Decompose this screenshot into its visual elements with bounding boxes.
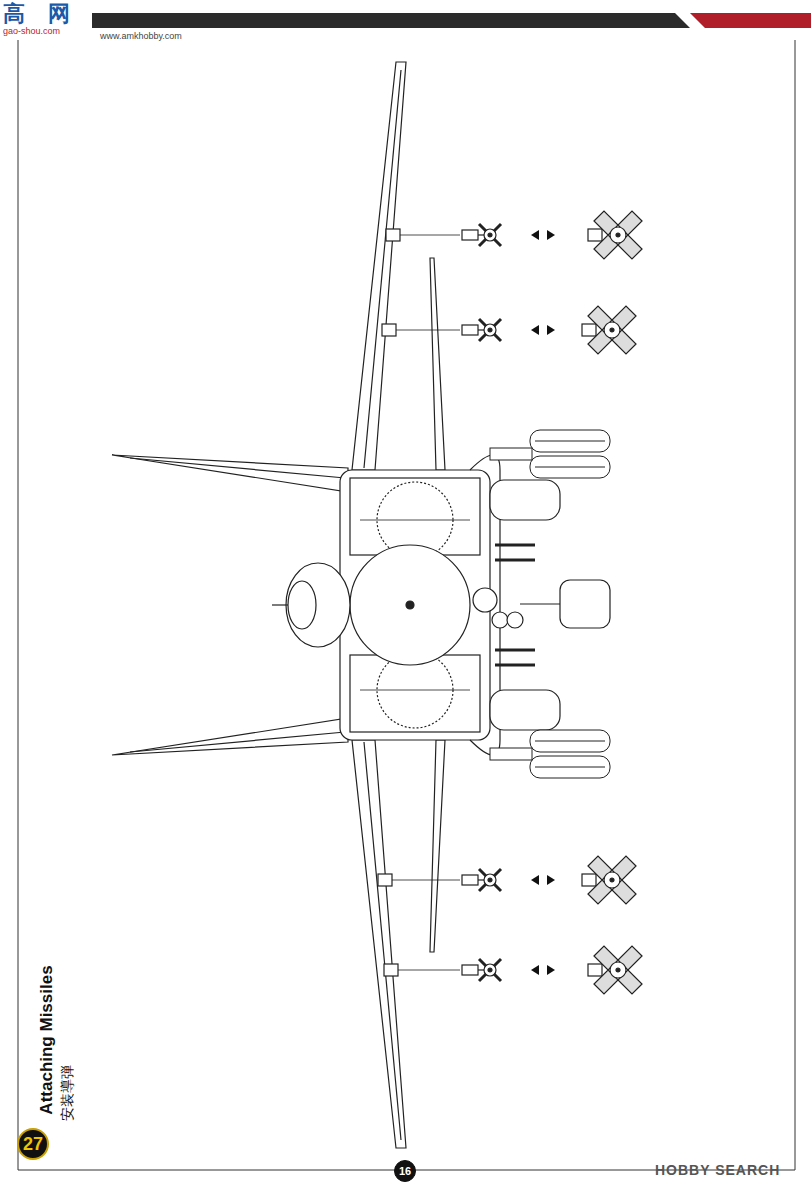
step-number: 27 [17, 1128, 49, 1160]
step-number-text: 27 [23, 1134, 43, 1155]
page-number: 16 [394, 1160, 416, 1182]
page-number-text: 16 [399, 1165, 411, 1177]
website-url: www.amkhobby.com [100, 32, 182, 42]
logo-url: gao-shou.com [3, 27, 60, 37]
step-title-cn: 安装導弾 [60, 1065, 75, 1121]
step-title: Attaching Missiles [38, 965, 57, 1114]
logo-char: 网 [48, 2, 70, 26]
watermark: HOBBY SEARCH [655, 1163, 780, 1178]
logo-char: 高 [3, 2, 25, 26]
